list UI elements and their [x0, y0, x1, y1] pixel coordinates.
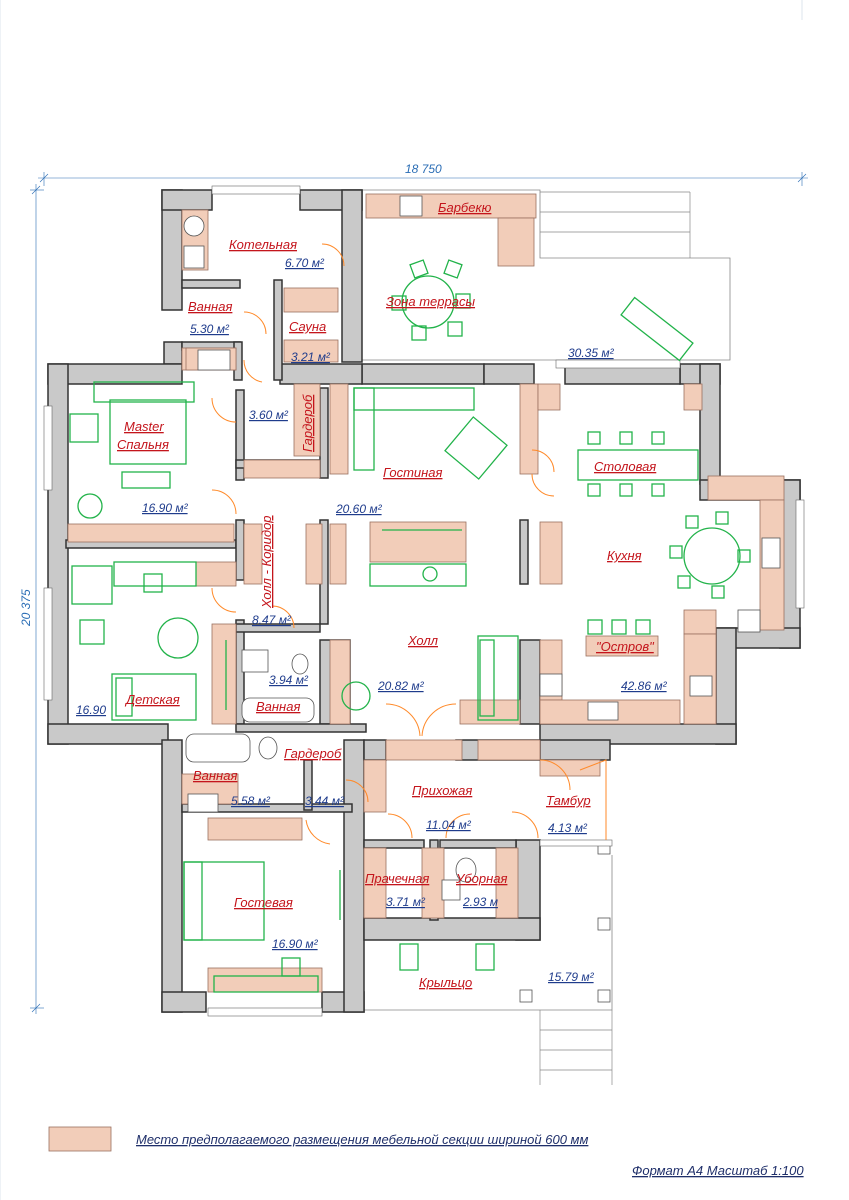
room-area-entry: 11.04 м²	[426, 818, 472, 832]
room-area-bathroom-1: 5.30 м²	[190, 322, 230, 336]
room-area-boiler: 6.70 м²	[285, 256, 325, 270]
room-name-toilet: Уборная	[455, 871, 507, 886]
room-name-wardrobe-1: Гардероб	[300, 394, 315, 452]
room-area-toilet: 2.93 м	[462, 895, 498, 909]
room-name-bathroom-3: Ванная	[193, 768, 237, 783]
room-area-master: 16.90 м²	[142, 501, 189, 515]
room-name-living: Гостиная	[383, 465, 443, 480]
room-area-hall: 20.82 м²	[377, 679, 425, 693]
dimension-height: 20 375	[19, 184, 44, 1014]
dimension-width-label: 18 750	[405, 162, 442, 176]
room-name-guest: Гостевая	[234, 895, 293, 910]
room-area-wardrobe-2: 3.44 м²	[305, 794, 345, 808]
room-name-bathroom-2: Ванная	[256, 699, 300, 714]
room-name-master-2: Спальня	[117, 437, 169, 452]
room-name-hall: Холл	[407, 633, 439, 648]
room-area-guest: 16.90 м²	[272, 937, 319, 951]
room-name-porch: Крыльцо	[419, 975, 472, 990]
room-area-bathroom-2: 3.94 м²	[269, 673, 309, 687]
room-area-vestibule: 4.13 м²	[548, 821, 588, 835]
legend-text: Место предполагаемого размещения мебельн…	[136, 1132, 588, 1147]
furniture	[69, 259, 751, 993]
room-name-hall-corridor: Холл - Коридор	[259, 515, 274, 609]
doors	[211, 243, 607, 845]
room-labels: Котельная 6.70 м² Барбекю Зона террасы 3…	[76, 200, 668, 990]
room-name-bathroom-1: Ванная	[188, 299, 232, 314]
room-area-sauna: 3.21 м²	[291, 350, 331, 364]
dimension-height-label: 20 375	[19, 589, 33, 627]
room-area-kitchen: 42.86 м²	[621, 679, 668, 693]
room-name-kids: Детская	[124, 692, 180, 707]
room-name-terrace: Зона террасы	[386, 294, 475, 309]
room-name-master-1: Master	[124, 419, 164, 434]
room-name-kitchen: Кухня	[607, 548, 642, 563]
room-name-sauna: Сауна	[289, 319, 326, 334]
room-area-kids: 16.90	[76, 703, 106, 717]
room-name-laundry: Прачечная	[365, 871, 429, 886]
room-area-terrace: 30.35 м²	[568, 346, 615, 360]
room-area-wardrobe-1: 3.60 м²	[249, 408, 289, 422]
room-area-hall-corridor: 8.47 м²	[252, 613, 292, 627]
room-area-living: 20.60 м²	[335, 502, 383, 516]
legend: Место предполагаемого размещения мебельн…	[48, 1126, 588, 1152]
room-name-island: "Остров"	[596, 639, 655, 654]
format-scale-note: Формат А4 Масштаб 1:100	[632, 1163, 804, 1178]
room-name-boiler: Котельная	[229, 237, 297, 252]
room-name-vestibule: Тамбур	[546, 793, 591, 808]
dimension-width: 18 750	[38, 162, 808, 186]
legend-swatch	[48, 1126, 112, 1152]
windows	[43, 185, 805, 1017]
room-area-laundry: 3.71 м²	[386, 895, 426, 909]
room-name-bbq: Барбекю	[438, 200, 492, 215]
room-name-dining: Столовая	[594, 459, 656, 474]
room-name-wardrobe-2: Гардероб	[284, 746, 342, 761]
room-name-entry: Прихожая	[412, 783, 472, 798]
fixtures	[183, 195, 781, 901]
room-area-porch: 15.79 м²	[548, 970, 595, 984]
room-area-bathroom-3: 5.58 м²	[231, 794, 271, 808]
terrace-outline	[362, 189, 731, 361]
